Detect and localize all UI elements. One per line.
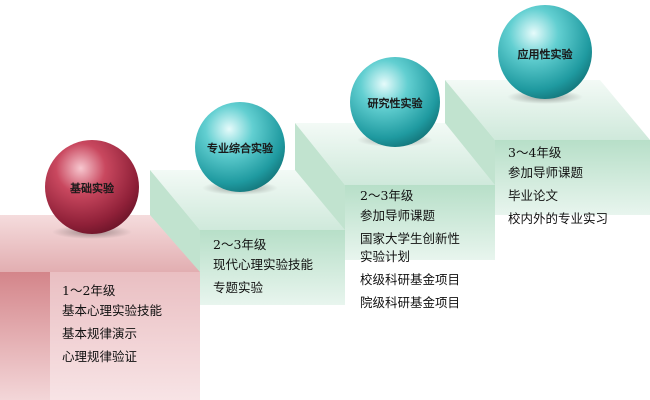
list-item: 实验计划 bbox=[360, 249, 411, 264]
list-item: 校级科研基金项目 bbox=[360, 272, 461, 287]
sphere-basic bbox=[45, 140, 139, 234]
stage-3-grade: 2～3年级 bbox=[360, 188, 414, 203]
list-item: 毕业论文 bbox=[508, 188, 559, 203]
stage-4-grade: 3～4年级 bbox=[508, 145, 562, 160]
sphere-research bbox=[350, 57, 440, 147]
list-item: 基本规律演示 bbox=[62, 326, 138, 341]
stage-1-title: 基础实验 bbox=[70, 182, 114, 195]
stage-3-title: 研究性实验 bbox=[367, 97, 423, 110]
list-item: 国家大学生创新性 bbox=[360, 231, 461, 246]
stage-4-title: 应用性实验 bbox=[517, 48, 573, 61]
step-1 bbox=[0, 215, 200, 400]
list-item: 专题实验 bbox=[213, 280, 264, 295]
sphere-applied bbox=[498, 5, 592, 99]
stage-1-block: 1～2年级 基本心理实验技能 基本规律演示 心理规律验证 bbox=[62, 283, 162, 372]
stage-3-block: 2～3年级 参加导师课题 国家大学生创新性 实验计划 校级科研基金项目 院级科研… bbox=[360, 188, 460, 318]
list-item: 院级科研基金项目 bbox=[360, 295, 461, 310]
sphere-comprehensive bbox=[195, 102, 285, 192]
stage-1-grade: 1～2年级 bbox=[62, 283, 116, 298]
stage-4-block: 3～4年级 参加导师课题 毕业论文 校内外的专业实习 bbox=[508, 145, 608, 234]
stage-2-grade: 2～3年级 bbox=[213, 237, 267, 252]
list-item: 参加导师课题 bbox=[360, 208, 436, 223]
stage-2-block: 2～3年级 现代心理实验技能 专题实验 bbox=[213, 237, 313, 303]
list-item: 基本心理实验技能 bbox=[62, 303, 163, 318]
list-item: 校内外的专业实习 bbox=[508, 211, 609, 226]
list-item: 心理规律验证 bbox=[62, 349, 138, 364]
list-item: 现代心理实验技能 bbox=[213, 257, 314, 272]
list-item: 参加导师课题 bbox=[508, 165, 584, 180]
stage-2-title: 专业综合实验 bbox=[207, 142, 273, 155]
